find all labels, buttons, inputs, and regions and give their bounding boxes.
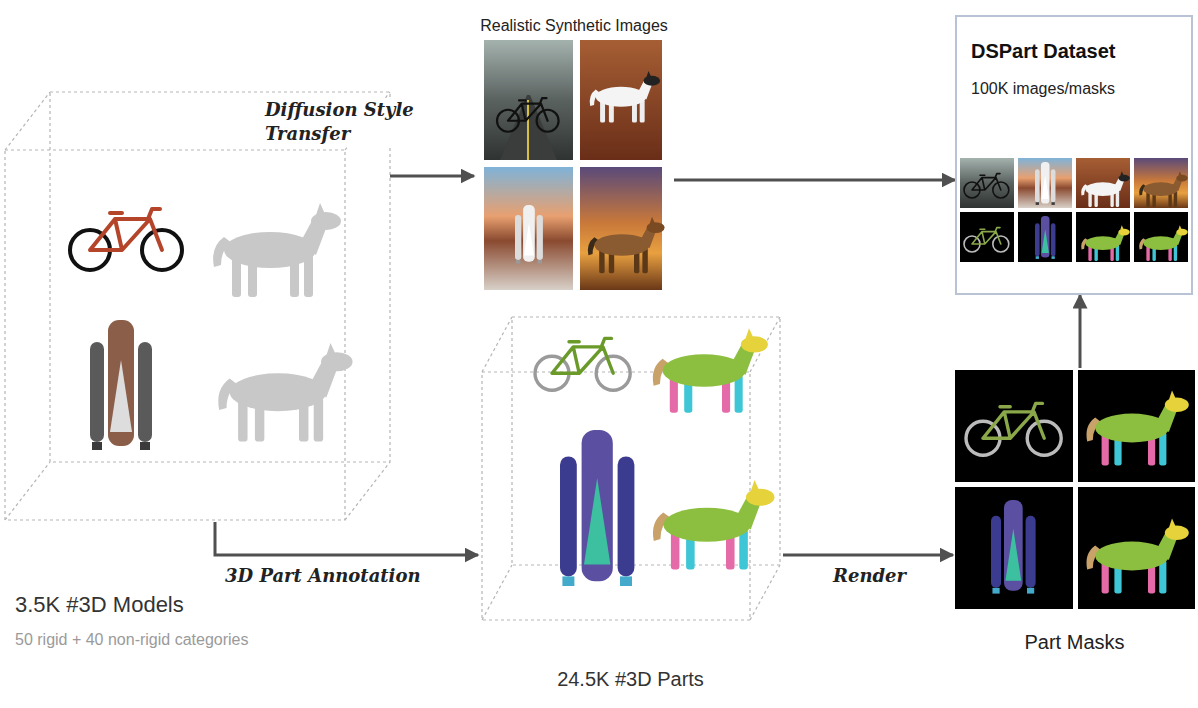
part-models	[535, 328, 774, 586]
parts-cube-shape	[482, 317, 512, 372]
dataset-thumbnails-shape	[1076, 212, 1130, 262]
dataset-thumbnails-shape	[1134, 212, 1188, 262]
flow-arrow	[674, 179, 955, 182]
part-models-shape	[653, 480, 774, 569]
raw-models-shape	[213, 203, 341, 297]
dataset-thumbnails-shape	[1035, 216, 1055, 259]
dataset-thumbnails-shape	[1081, 225, 1130, 261]
mask-group: Part Masks	[953, 368, 1196, 662]
part-mask-images-shape	[966, 403, 1061, 455]
part-models-shape	[653, 328, 768, 413]
part-mask-images-shape	[955, 487, 1073, 609]
dataset-size: 100K images/masks	[971, 79, 1115, 98]
flow-arrow	[215, 522, 478, 555]
model-cube-shape	[345, 462, 390, 520]
count-heading: 3.5K #3D Models	[15, 592, 184, 618]
part-mask-images-shape	[955, 370, 1073, 482]
part-mask-images-shape	[1086, 390, 1188, 465]
model-cube-shape	[50, 92, 390, 462]
part-mask-images-shape	[1086, 518, 1188, 593]
raw-models	[70, 203, 353, 450]
model-cube-shape	[5, 462, 50, 520]
flow-arrow	[390, 175, 474, 178]
part-mask-images	[955, 370, 1195, 609]
flow-arrow	[783, 554, 953, 557]
dataset-thumbnails-shape	[1134, 158, 1188, 208]
image-group: Realistic Synthetic Images	[474, 8, 674, 295]
part-mask-images-shape	[1078, 487, 1195, 609]
model-cube-shape	[5, 92, 50, 150]
dataset-thumbnails-shape	[1018, 212, 1072, 262]
group-heading: Part Masks	[953, 630, 1196, 654]
raw-models-shape	[70, 209, 182, 270]
dataset-thumbnails-shape	[1035, 162, 1055, 205]
dataset-thumbnails-shape	[960, 158, 1014, 208]
category-note: 50 rigid + 40 non-rigid categories	[15, 630, 248, 649]
part-mask-images-shape	[1078, 370, 1195, 482]
parts-cube	[482, 317, 780, 620]
parts-cube-shape	[482, 565, 512, 620]
model-cube-shape	[5, 150, 345, 520]
dataset-thumbnails-shape	[1081, 171, 1130, 207]
parts-cube-shape	[750, 565, 780, 620]
raw-models-shape	[90, 320, 152, 450]
dataset-thumbnails-shape	[1018, 158, 1072, 208]
dataset-title: DSPart Dataset	[971, 39, 1116, 63]
dataset-thumbnails-shape	[1076, 158, 1130, 208]
dataset-thumbnails-shape	[1139, 171, 1188, 207]
synthetic-images	[484, 40, 665, 290]
part-mask-images-shape	[991, 500, 1036, 594]
dataset-thumbnails-shape	[1139, 225, 1188, 261]
model-cube	[5, 92, 390, 520]
synthetic-images-shape	[484, 40, 573, 160]
synthetic-images-shape	[484, 167, 573, 290]
synthetic-images-shape	[590, 71, 660, 123]
synthetic-images-shape	[580, 40, 662, 160]
parts-cube-shape	[482, 372, 750, 620]
dataset-thumbnails-shape	[960, 212, 1014, 262]
raw-models-shape	[218, 343, 352, 442]
dataset-thumbnails-shape	[964, 174, 1009, 198]
edge-label: 3D Part Annotation	[222, 564, 424, 588]
count-heading: 24.5K #3D Parts	[478, 667, 783, 691]
group-heading: Realistic Synthetic Images	[474, 16, 674, 35]
part-models-shape	[560, 430, 634, 586]
synthetic-images-shape	[527, 100, 529, 160]
part-collection: 24.5K #3D Parts	[478, 315, 783, 625]
flow-arrow	[1079, 295, 1082, 368]
model-collection: 3.5K #3D Models50 rigid + 40 non-rigid c…	[5, 92, 390, 522]
dataset-thumbnails	[960, 158, 1188, 262]
edge-label: Render	[830, 564, 909, 588]
synthetic-images-shape	[588, 217, 665, 273]
dataset-box: DSPart Dataset 100K images/masks	[955, 15, 1193, 295]
dataset-thumbnails-shape	[964, 228, 1009, 252]
part-models-shape	[535, 338, 630, 390]
synthetic-images-shape	[515, 205, 543, 264]
edge-label: Diffusion Style Transfer	[262, 98, 418, 147]
synthetic-images-shape	[497, 98, 559, 132]
